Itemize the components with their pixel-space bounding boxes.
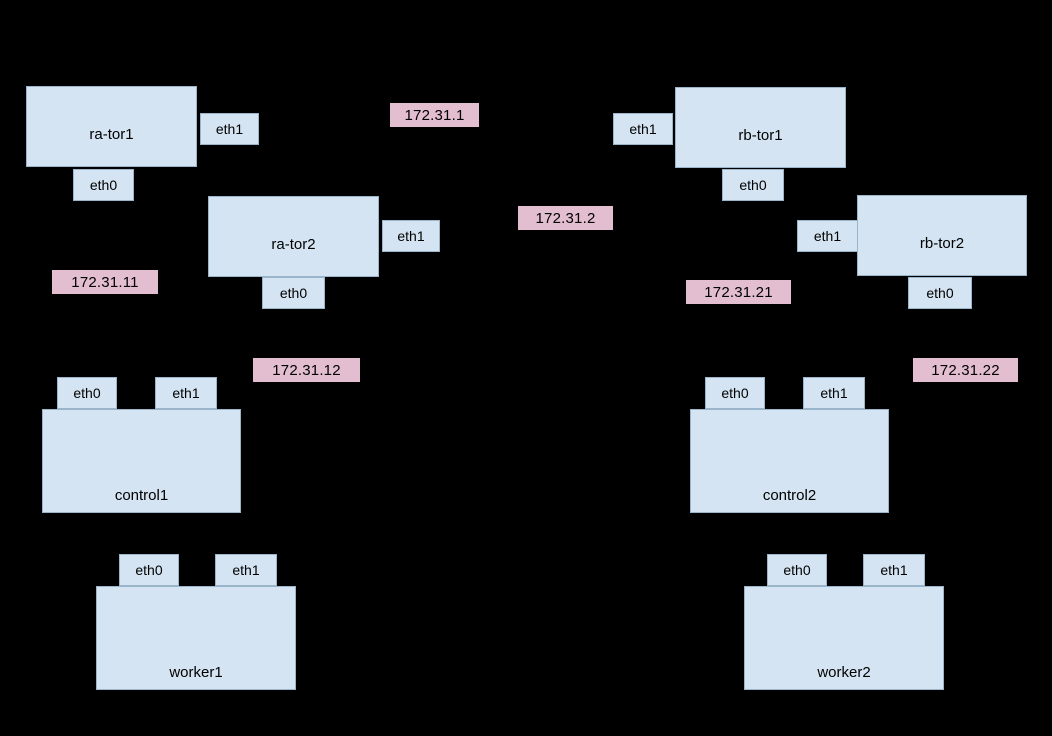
interface-label: eth1: [820, 385, 848, 401]
device-label: rb-tor2: [919, 235, 965, 252]
device-label: rb-tor1: [738, 127, 783, 144]
network-label-text: 172.31.12: [272, 361, 341, 379]
interface-worker1-eth0[interactable]: eth0: [119, 554, 179, 586]
interface-label: eth1: [629, 121, 657, 137]
device-node-control1[interactable]: control1: [42, 409, 241, 513]
device-node-ra-tor1[interactable]: ra-tor1: [26, 86, 197, 167]
device-node-worker2[interactable]: worker2: [744, 586, 944, 690]
device-label: worker1: [169, 664, 223, 681]
interface-label: eth0: [89, 177, 118, 193]
interface-label: eth0: [783, 562, 811, 578]
network-label-text: 172.31.2: [535, 209, 596, 227]
network-label-net-172-31-1[interactable]: 172.31.1: [390, 103, 479, 127]
interface-label: eth1: [215, 121, 244, 137]
interface-rb-tor2-eth1[interactable]: eth1: [797, 220, 858, 252]
interface-label: eth0: [279, 285, 308, 301]
network-label-net-172-31-22[interactable]: 172.31.22: [913, 358, 1018, 382]
interface-rb-tor1-eth0[interactable]: eth0: [722, 169, 784, 201]
device-node-control2[interactable]: control2: [690, 409, 889, 513]
interface-worker2-eth0[interactable]: eth0: [767, 554, 827, 586]
device-label: ra-tor2: [271, 236, 316, 253]
network-label-text: 172.31.22: [931, 361, 1000, 379]
interface-label: eth1: [232, 562, 260, 578]
interface-label: eth0: [926, 285, 954, 301]
interface-ra-tor2-eth0[interactable]: eth0: [262, 277, 325, 309]
interface-control2-eth1[interactable]: eth1: [803, 377, 865, 409]
interface-worker2-eth1[interactable]: eth1: [863, 554, 925, 586]
network-label-net-172-31-21[interactable]: 172.31.21: [686, 280, 791, 304]
device-node-rb-tor1[interactable]: rb-tor1: [675, 87, 846, 168]
device-node-rb-tor2[interactable]: rb-tor2: [857, 195, 1027, 276]
network-label-net-172-31-12[interactable]: 172.31.12: [253, 358, 360, 382]
interface-label: eth1: [397, 228, 425, 244]
device-label: worker2: [817, 664, 871, 681]
device-label: control1: [114, 487, 169, 504]
interface-label: eth1: [172, 385, 200, 401]
interface-label: eth0: [721, 385, 749, 401]
interface-ra-tor1-eth0[interactable]: eth0: [73, 169, 134, 201]
network-label-text: 172.31.1: [404, 106, 465, 124]
device-label: ra-tor1: [89, 126, 134, 143]
network-label-text: 172.31.11: [71, 273, 139, 291]
interface-rb-tor1-eth1[interactable]: eth1: [613, 113, 673, 145]
interface-ra-tor1-eth1[interactable]: eth1: [200, 113, 259, 145]
network-label-net-172-31-11[interactable]: 172.31.11: [52, 270, 158, 294]
interface-label: eth0: [73, 385, 101, 401]
device-node-ra-tor2[interactable]: ra-tor2: [208, 196, 379, 277]
interface-rb-tor2-eth0[interactable]: eth0: [908, 277, 972, 309]
network-label-net-172-31-2[interactable]: 172.31.2: [518, 206, 613, 230]
interface-label: eth0: [739, 177, 767, 193]
interface-control2-eth0[interactable]: eth0: [705, 377, 765, 409]
device-label: control2: [762, 487, 817, 504]
interface-control1-eth1[interactable]: eth1: [155, 377, 217, 409]
interface-label: eth1: [880, 562, 908, 578]
interface-label: eth1: [813, 228, 842, 244]
interface-worker1-eth1[interactable]: eth1: [215, 554, 277, 586]
network-label-text: 172.31.21: [704, 283, 773, 301]
device-node-worker1[interactable]: worker1: [96, 586, 296, 690]
interface-control1-eth0[interactable]: eth0: [57, 377, 117, 409]
interface-label: eth0: [135, 562, 163, 578]
interface-ra-tor2-eth1[interactable]: eth1: [382, 220, 440, 252]
